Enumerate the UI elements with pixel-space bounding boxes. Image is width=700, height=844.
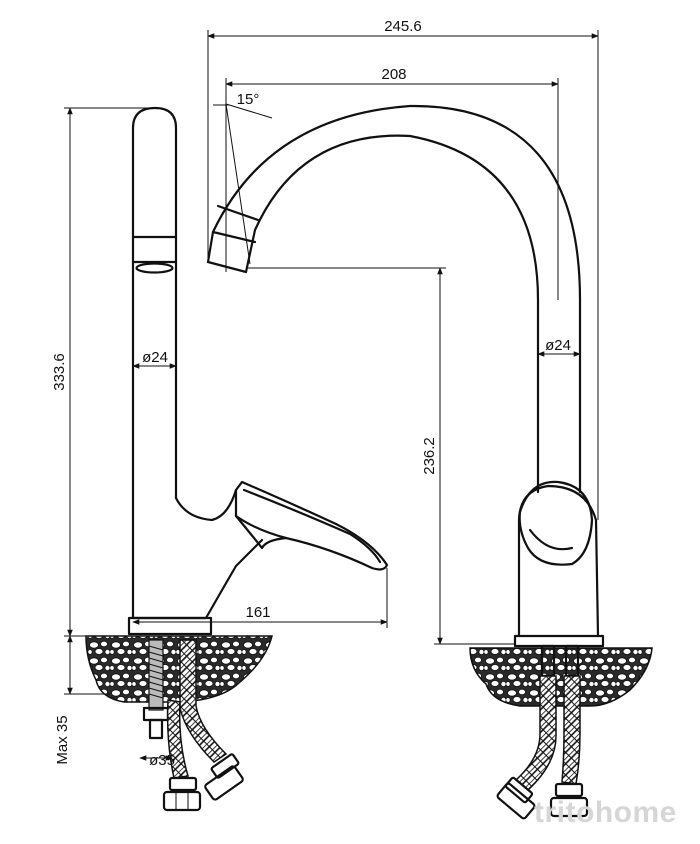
dim-spout-diameter-side: ø24 — [142, 349, 168, 366]
watermark-logo: tritohome — [534, 796, 677, 829]
side-hose-fitting-right — [204, 765, 244, 801]
front-lever-handle — [518, 480, 594, 566]
front-spout-inner — [206, 104, 582, 494]
front-hose-fitting-left — [496, 782, 536, 820]
side-view: 333.6 Max 35 ø24 161 ø35 — [51, 106, 389, 812]
front-spout-outer — [244, 134, 540, 494]
dim-total-height: 333.6 — [51, 353, 68, 391]
side-spout-tube — [131, 106, 178, 500]
dim-spout-reach: 208 — [381, 66, 406, 83]
dim-spout-height: 236.2 — [421, 437, 438, 475]
dim-overall-reach: 245.6 — [384, 18, 422, 35]
front-countertop — [469, 647, 653, 707]
dim-spout-angle: 15° — [237, 91, 260, 108]
front-hose-fitting-right — [549, 796, 589, 818]
front-body — [517, 484, 600, 638]
side-base-ring — [127, 616, 213, 636]
front-view: 245.6 208 15° 236.2 ø24 — [206, 18, 653, 820]
dim-max-deck-thickness: Max 35 — [54, 715, 71, 764]
side-aerator — [135, 262, 174, 274]
side-countertop — [85, 635, 273, 703]
side-lever-handle — [234, 480, 389, 571]
dim-spout-diameter-front: ø24 — [545, 337, 571, 354]
dim-lever-length: 161 — [245, 604, 270, 621]
dim-mount-hole: ø35 — [149, 752, 175, 769]
front-base-ring — [513, 634, 605, 648]
side-hose-fitting-left — [162, 790, 202, 812]
front-hose-right — [561, 675, 581, 785]
side-hose-right — [179, 639, 228, 763]
